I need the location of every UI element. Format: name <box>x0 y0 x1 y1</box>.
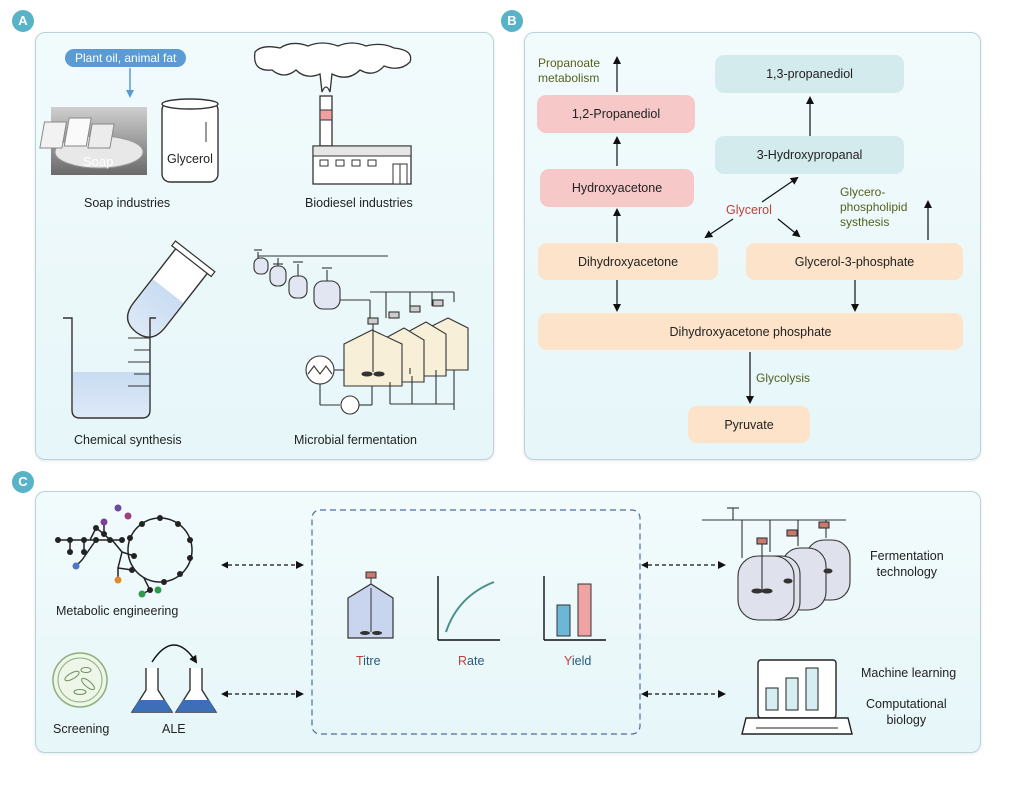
bioreactor-icon <box>347 571 394 639</box>
node-hydroxyacetone: Hydroxyacetone <box>540 169 694 207</box>
fermentation-technology-label: Fermentation technology <box>870 549 944 579</box>
soap-word: Soap <box>83 154 114 169</box>
test-tube-icon <box>126 240 216 338</box>
flask-icon <box>130 644 218 713</box>
glycerophospholipid-annotation: Glycero- phospholipid systhesis <box>840 185 908 229</box>
fermenter-array-icon <box>702 507 851 621</box>
biodiesel-industries-label: Biodiesel industries <box>305 196 413 210</box>
yield-label: Yield <box>564 654 592 668</box>
soap-bar-icon <box>39 107 147 175</box>
bar-chart-icon <box>543 576 606 641</box>
node-12-propanediol: 1,2-Propanediol <box>537 95 695 133</box>
metabolic-network-icon <box>58 517 193 595</box>
propanoate-annotation: Propanoate metabolism <box>538 56 601 85</box>
node-pyruvate: Pyruvate <box>688 406 810 443</box>
beaker-icon <box>63 317 156 419</box>
node-13-propanediol: 1,3-propanediol <box>715 55 904 93</box>
fermentation-plant-icon <box>253 249 469 415</box>
metabolic-network-nodes <box>55 504 193 598</box>
node-3-hydroxypropanal: 3-Hydroxypropanal <box>715 136 904 174</box>
ale-label: ALE <box>162 722 186 736</box>
screening-label: Screening <box>53 722 110 736</box>
metabolic-engineering-label: Metabolic engineering <box>56 604 179 618</box>
petri-dish-icon <box>52 652 108 708</box>
chemical-synthesis-label: Chemical synthesis <box>74 433 182 447</box>
node-dihydroxyacetone: Dihydroxyacetone <box>538 243 718 280</box>
glycerol-node: Glycerol <box>726 203 772 217</box>
glycolysis-annotation: Glycolysis <box>756 371 811 385</box>
pathway-arrows <box>613 56 932 404</box>
curve-chart-icon <box>437 576 500 641</box>
titre-label: Titre <box>356 654 381 668</box>
glycerol-jar-icon <box>161 98 219 183</box>
factory-smoke-icon <box>253 42 412 185</box>
panel-c-badge: C <box>12 471 34 493</box>
dashed-double-arrows <box>221 561 726 698</box>
soap-industries-label: Soap industries <box>84 196 171 210</box>
panel-a-badge: A <box>12 10 34 32</box>
microbial-fermentation-label: Microbial fermentation <box>294 433 417 447</box>
rate-label: Rate <box>458 654 485 668</box>
performance-box <box>311 509 641 735</box>
computational-biology-label: Computational biology <box>866 697 947 727</box>
glycerol-word: Glycerol <box>167 152 213 166</box>
laptop-chart-icon <box>741 659 853 735</box>
node-glycerol-3-phosphate: Glycerol-3-phosphate <box>746 243 963 280</box>
panel-b-badge: B <box>501 10 523 32</box>
oil-label: Plant oil, animal fat <box>65 49 187 67</box>
machine-learning-label: Machine learning <box>861 666 957 680</box>
node-dhap: Dihydroxyacetone phosphate <box>538 313 963 350</box>
